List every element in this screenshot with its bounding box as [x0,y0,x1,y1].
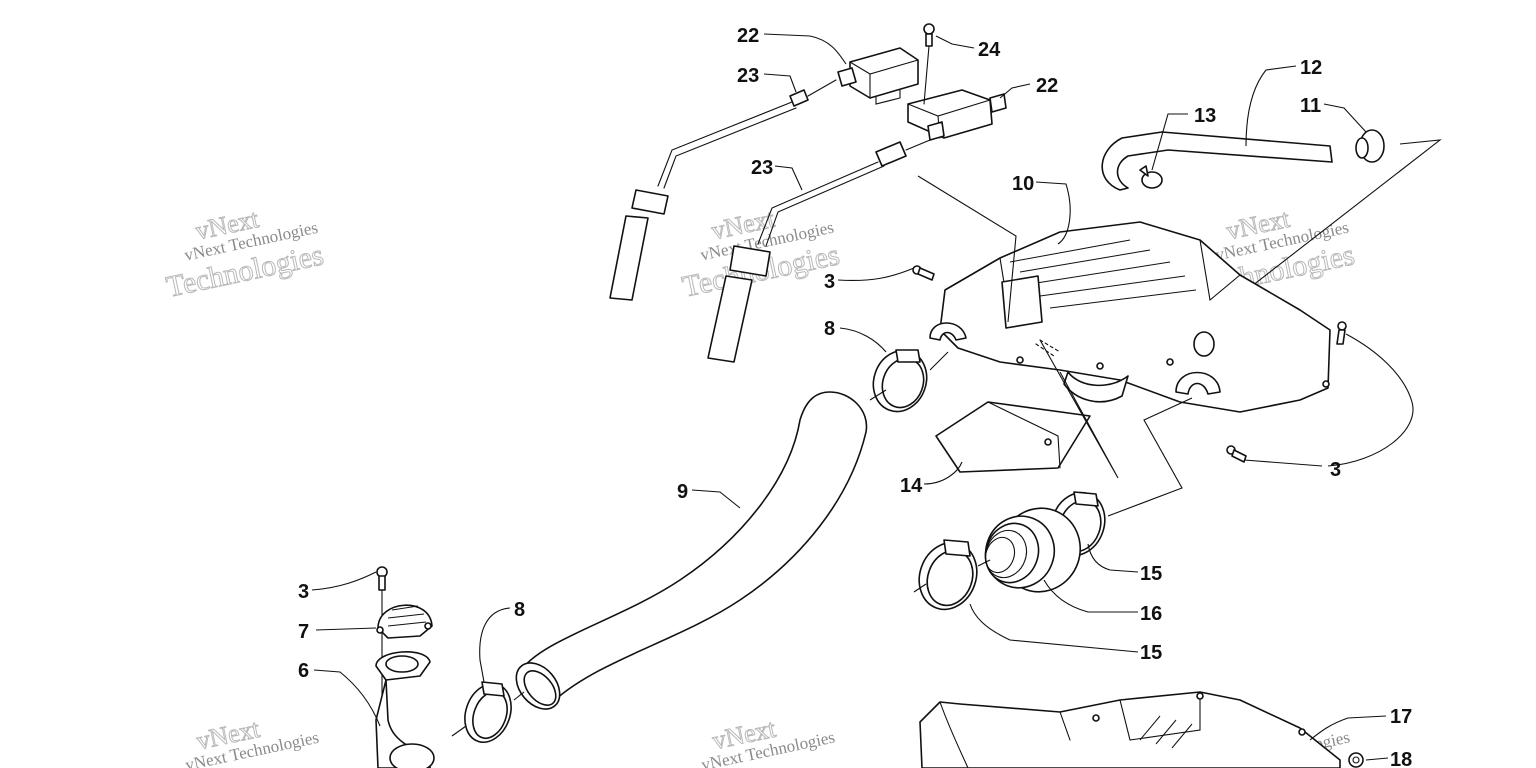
hose-clamp-8-upper [872,349,928,413]
callout-8-lower: 8 [514,599,525,621]
watermark-bottom-left: vNext vNext Technologies [184,713,321,768]
heat-shield-leader [1039,339,1119,479]
fastener-18 [1348,752,1364,768]
hose-clamp-13 [1139,165,1163,189]
clamp-8b-leader-b [451,725,467,737]
clamp-15b-leader-b [977,559,991,567]
clamp-8-leader-b [869,389,887,401]
callout-10: 10 [1012,173,1034,195]
callout-15-lower: 15 [1140,642,1162,664]
vent-hose-12 [1101,131,1333,191]
callout-23-upper: 23 [737,65,759,87]
callout-3-lower-left: 3 [298,581,309,603]
screw-3-top [912,265,935,281]
coil-mount-leader [917,175,1017,323]
watermark-center: vNext vNext Technologies Technologies [679,203,843,304]
elbow-6 [375,651,435,768]
screw-3-right [1336,321,1347,345]
cap-7 [376,604,433,639]
spark-plug-wire-lower [707,139,931,363]
screw-3-lower [1226,445,1247,463]
hose-clamp-15-lower [918,539,978,611]
air-box-base-17 [919,691,1341,768]
watermark-left: vNext vNext Technologies Technologies [163,203,327,304]
callout-12: 12 [1300,57,1322,79]
callout-13: 13 [1194,105,1216,127]
callout-numbers: 22 24 23 22 12 13 11 23 10 3 8 3 14 9 15… [298,25,1412,768]
callout-11: 11 [1300,95,1321,117]
air-intake-box-10 [929,221,1331,413]
callout-17: 17 [1390,706,1412,728]
ignition-coil-lower [907,89,1007,141]
callout-7: 7 [298,621,309,643]
callout-16: 16 [1140,603,1162,625]
callout-15-upper: 15 [1140,563,1162,585]
grommet-leader [1171,139,1442,349]
callout-8-upper: 8 [824,318,835,340]
clamp-8b-leader [513,691,525,701]
ignition-coil-upper [837,47,919,105]
clamp-15-leader [1107,397,1193,517]
watermark-bottom-center: vNext vNext Technologies [700,713,837,768]
callout-leaders [311,33,1414,761]
spark-plug-wire-upper [609,79,837,301]
intake-hose-9 [515,391,868,710]
callout-3-top: 3 [824,271,835,293]
hose-clamp-8-lower [464,681,512,743]
callout-23-lower: 23 [751,157,773,179]
callout-9: 9 [677,481,688,503]
heat-shield-14 [935,401,1091,473]
bolt-24 [923,23,935,105]
callout-3-right: 3 [1330,459,1341,481]
clamp-8-leader [929,351,949,371]
callout-24: 24 [978,39,1001,61]
callout-14: 14 [900,475,923,497]
callout-22-upper: 22 [737,25,759,47]
intake-boot-16 [984,507,1082,593]
clamp-15b-leader-a [913,583,927,593]
callout-6: 6 [298,660,309,682]
grommet-11 [1355,129,1385,163]
callout-18: 18 [1390,749,1412,768]
screw-3-lower-left [376,566,388,591]
callout-22-lower: 22 [1036,75,1058,97]
